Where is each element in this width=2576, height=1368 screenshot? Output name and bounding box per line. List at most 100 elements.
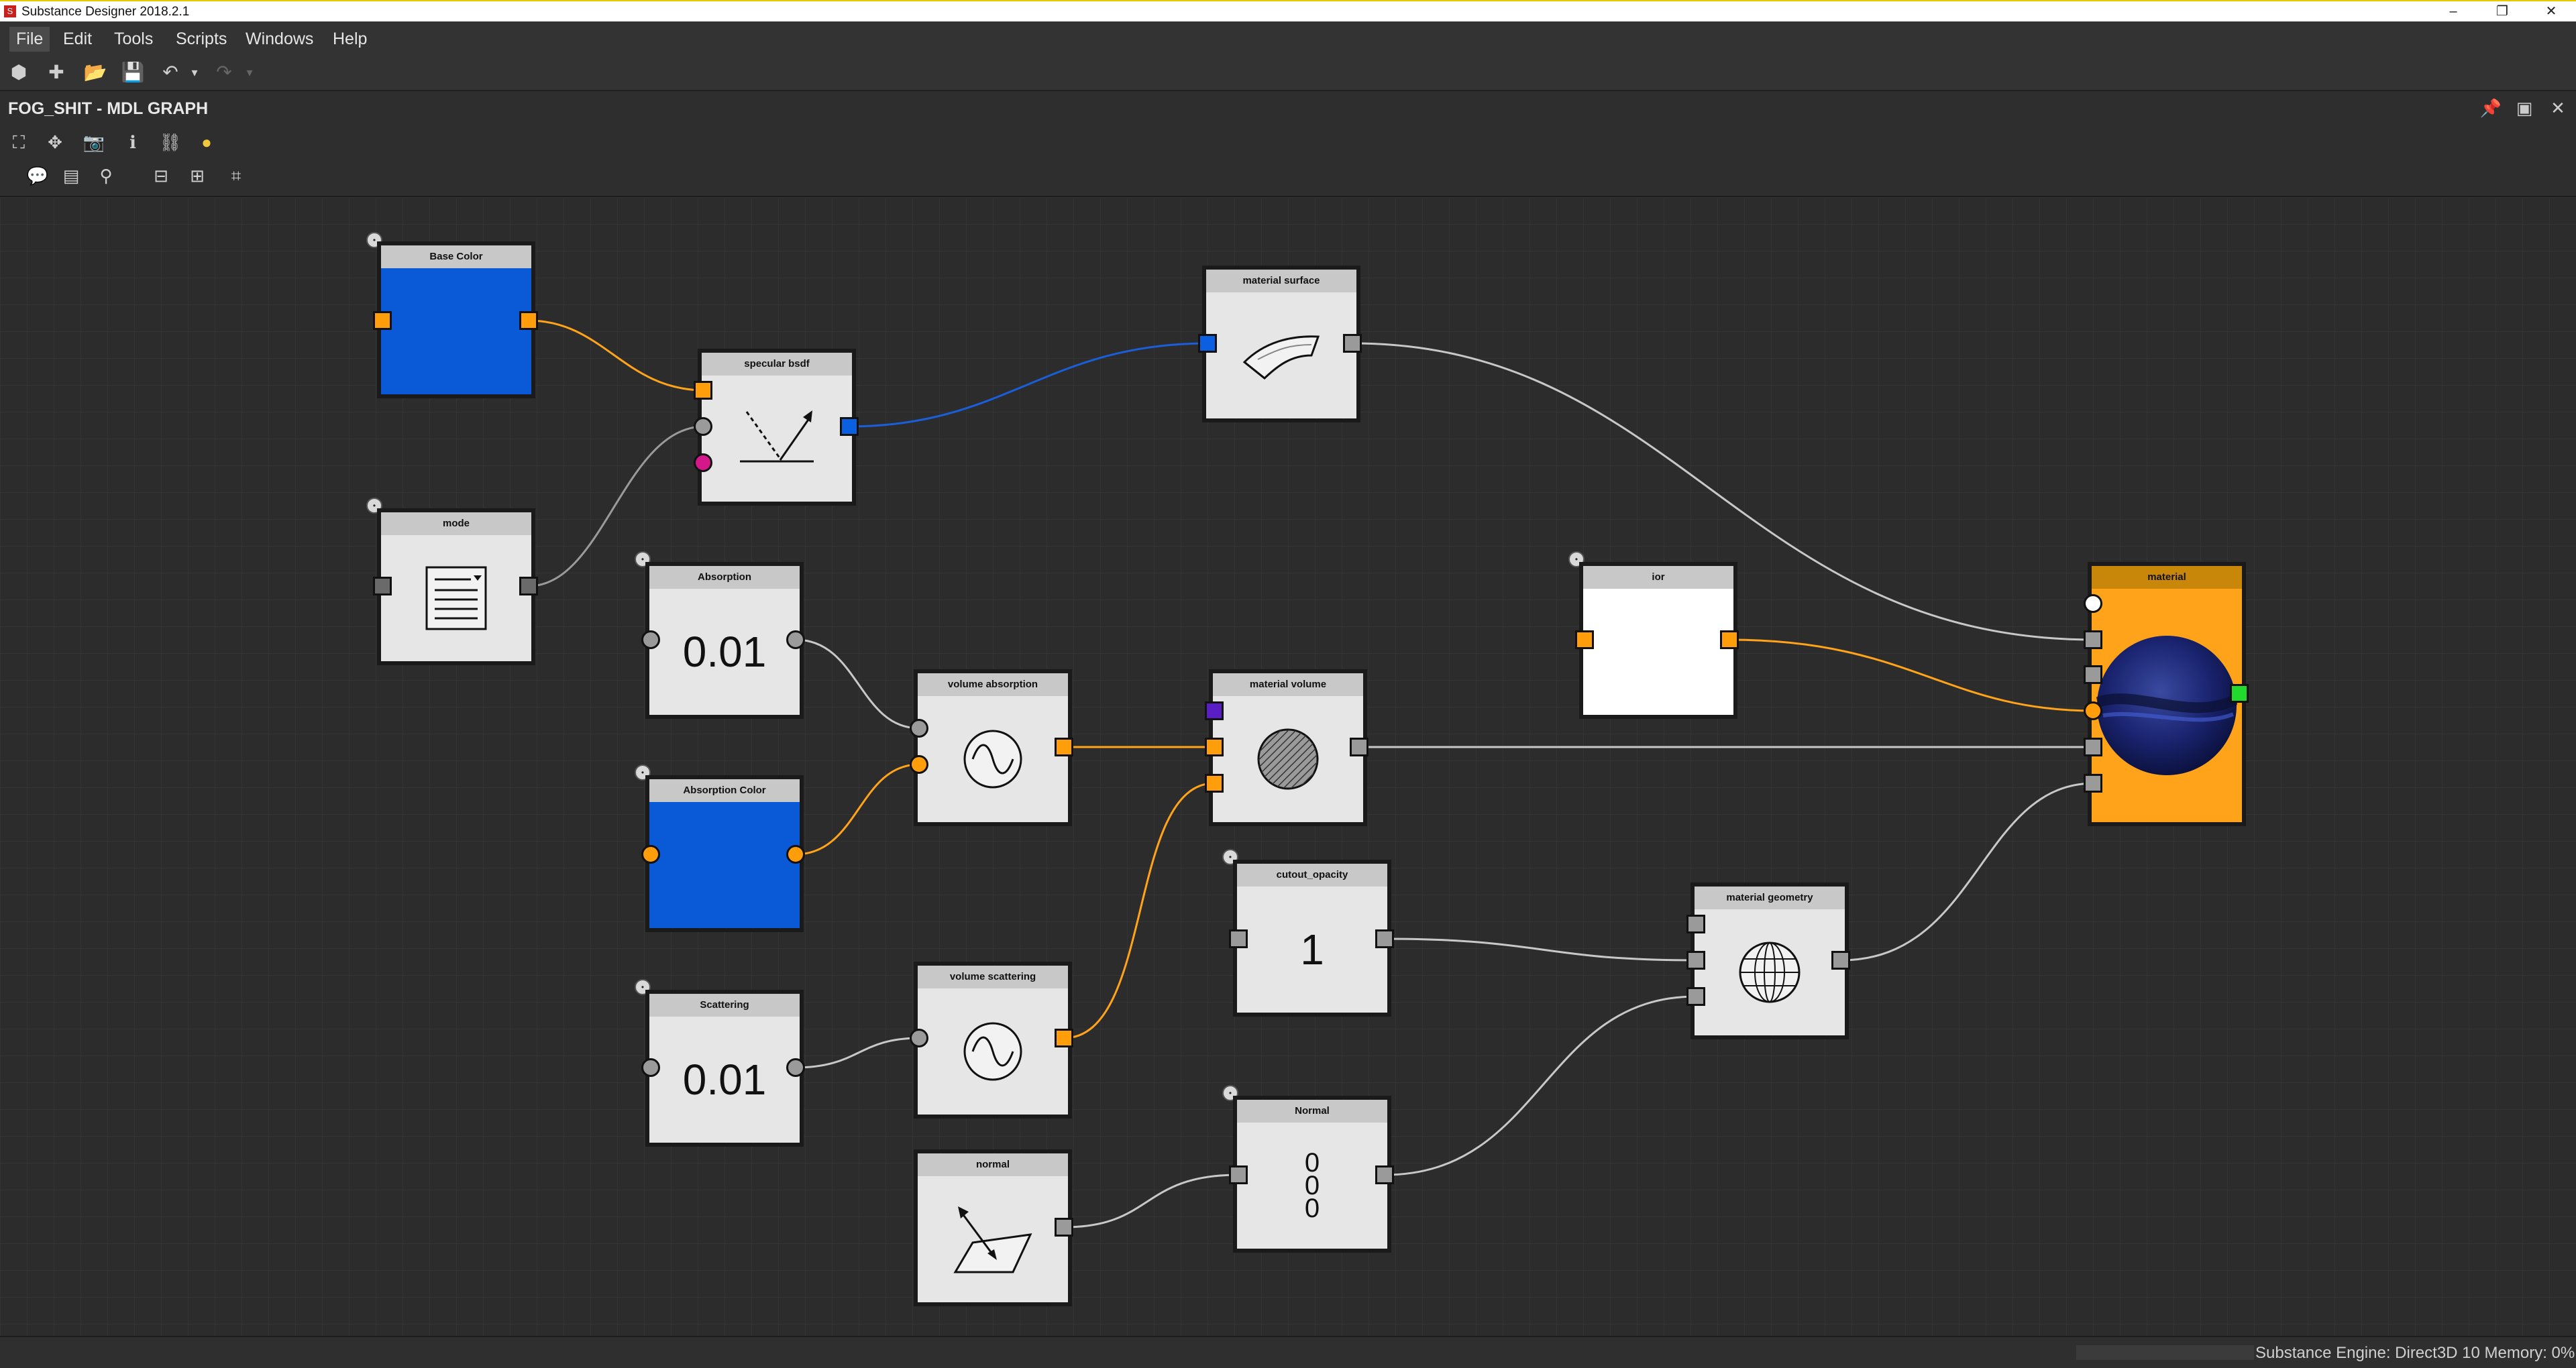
info-icon[interactable]: ℹ <box>129 132 136 152</box>
output-port[interactable] <box>519 311 538 330</box>
node-absorption[interactable]: Absorption 0.01 <box>645 562 804 719</box>
output-port[interactable] <box>1055 738 1073 756</box>
node-thumbnail <box>918 696 1068 822</box>
close-panel-icon[interactable]: ✕ <box>2551 98 2565 118</box>
input-port[interactable] <box>910 719 928 738</box>
input-port[interactable] <box>2084 701 2102 720</box>
input-port[interactable] <box>373 311 392 330</box>
node-normal-input[interactable]: normal <box>914 1149 1072 1306</box>
input-port[interactable] <box>1198 334 1217 353</box>
menu-windows[interactable]: Windows <box>246 30 314 48</box>
input-port[interactable] <box>910 1029 928 1047</box>
menu-tools[interactable]: Tools <box>114 30 154 48</box>
output-port[interactable] <box>1831 951 1850 970</box>
frame-selected-icon[interactable]: ✥ <box>48 132 62 152</box>
node-pin-icon[interactable]: • <box>635 764 651 781</box>
node-pin-icon[interactable]: • <box>1222 1085 1238 1101</box>
float-value: 0.01 <box>682 628 767 676</box>
input-port[interactable] <box>2084 594 2102 613</box>
input-port[interactable] <box>2084 738 2102 756</box>
node-thumbnail <box>918 988 1068 1115</box>
input-port[interactable] <box>1229 1165 1248 1184</box>
screenshot-camera-icon[interactable]: 📷 <box>83 132 105 152</box>
input-port[interactable] <box>694 417 712 436</box>
menu-edit[interactable]: Edit <box>63 30 93 48</box>
input-port[interactable] <box>1205 701 1224 720</box>
node-material[interactable]: material <box>2088 562 2246 826</box>
graph-layout-icon[interactable]: ⛓ <box>159 132 182 152</box>
output-port[interactable] <box>1350 738 1368 756</box>
pin-node-icon[interactable]: ⚲ <box>99 166 113 186</box>
menu-scripts[interactable]: Scripts <box>176 30 227 48</box>
open-folder-icon[interactable]: 📂 <box>83 62 107 82</box>
save-icon[interactable]: 💾 <box>121 62 145 82</box>
maximize-panel-icon[interactable]: ▣ <box>2516 98 2533 118</box>
output-port[interactable] <box>1375 1165 1394 1184</box>
output-port[interactable] <box>1055 1218 1073 1237</box>
output-port[interactable] <box>1375 929 1394 948</box>
input-port[interactable] <box>1205 774 1224 793</box>
node-mode[interactable]: mode <box>377 508 535 665</box>
node-specular-bsdf[interactable]: specular bsdf <box>698 349 856 506</box>
frame-all-icon[interactable]: ⛶ <box>12 132 25 152</box>
input-port[interactable] <box>694 453 712 472</box>
node-material-surface[interactable]: material surface <box>1202 266 1360 422</box>
connection-wires <box>528 319 2095 1229</box>
menu-help[interactable]: Help <box>333 30 368 48</box>
input-port[interactable] <box>2084 665 2102 684</box>
node-normal-value[interactable]: Normal 0 0 0 <box>1233 1096 1391 1253</box>
restore-button[interactable]: ❐ <box>2496 4 2508 19</box>
new-package-icon[interactable]: ⬢ <box>10 62 28 82</box>
undo-dropdown-icon[interactable]: ▾ <box>191 66 198 79</box>
input-port[interactable] <box>641 630 660 649</box>
input-port[interactable] <box>2084 774 2102 793</box>
node-cutout-opacity[interactable]: cutout_opacity 1 <box>1233 860 1391 1017</box>
align-horizontal-icon[interactable]: ⊟ <box>154 166 168 186</box>
output-port[interactable] <box>840 417 859 436</box>
output-port[interactable] <box>786 630 805 649</box>
node-material-volume[interactable]: material volume <box>1209 669 1367 826</box>
input-port[interactable] <box>1205 738 1224 756</box>
menu-bar: File Edit Tools Scripts Windows Help <box>0 21 2576 55</box>
close-window-button[interactable]: ✕ <box>2545 4 2557 19</box>
node-ior[interactable]: ior <box>1579 562 1737 719</box>
python-icon[interactable]: ● <box>201 132 212 152</box>
minimize-button[interactable]: – <box>2449 4 2457 19</box>
input-port[interactable] <box>373 577 392 595</box>
output-port[interactable] <box>786 845 805 864</box>
node-volume-scattering[interactable]: volume scattering <box>914 962 1072 1119</box>
output-port[interactable] <box>786 1058 805 1077</box>
undo-icon[interactable]: ↶ <box>162 62 178 82</box>
input-port[interactable] <box>2084 630 2102 649</box>
output-port[interactable] <box>1055 1029 1073 1047</box>
node-base-color[interactable]: Base Color <box>377 241 535 398</box>
color-swatch <box>1583 589 1733 715</box>
node-volume-absorption[interactable]: volume absorption <box>914 669 1072 826</box>
input-port[interactable] <box>1575 630 1594 649</box>
frame-icon[interactable]: ▤ <box>62 166 80 186</box>
input-port[interactable] <box>1229 929 1248 948</box>
menu-file[interactable]: File <box>9 27 50 52</box>
node-pin-icon[interactable]: • <box>366 498 382 514</box>
graph-canvas[interactable]: • Base Color • mode specular bsdf <box>0 197 2576 1336</box>
input-port[interactable] <box>1686 951 1705 970</box>
input-port[interactable] <box>641 1058 660 1077</box>
pin-icon[interactable]: 📌 <box>2479 98 2502 118</box>
output-port[interactable] <box>2230 684 2249 703</box>
input-port[interactable] <box>641 845 660 864</box>
input-port[interactable] <box>910 755 928 774</box>
output-port[interactable] <box>519 577 538 595</box>
input-port[interactable] <box>694 381 712 400</box>
snap-grid-icon[interactable]: ⌗ <box>231 166 241 186</box>
node-scattering[interactable]: Scattering 0.01 <box>645 990 804 1147</box>
comment-icon[interactable]: 💬 <box>26 166 49 186</box>
window-title: Substance Designer 2018.2.1 <box>21 5 190 19</box>
input-port[interactable] <box>1686 987 1705 1006</box>
align-vertical-icon[interactable]: ⊞ <box>190 166 205 186</box>
new-graph-icon[interactable]: ✚ <box>48 62 64 82</box>
input-port[interactable] <box>1686 915 1705 933</box>
node-material-geometry[interactable]: material geometry <box>1690 882 1849 1039</box>
output-port[interactable] <box>1343 334 1362 353</box>
node-absorption-color[interactable]: Absorption Color <box>645 775 804 932</box>
output-port[interactable] <box>1720 630 1739 649</box>
